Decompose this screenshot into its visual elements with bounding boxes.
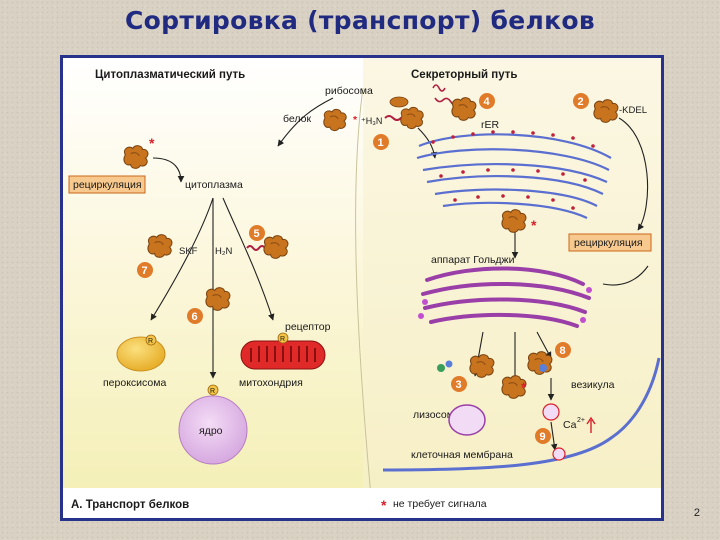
step-8-number: 8	[560, 345, 566, 357]
step-2-circle	[573, 93, 589, 109]
protein-icon-nuclear	[205, 287, 231, 311]
kdel-label: -KDEL	[619, 105, 647, 116]
step-4-number: 4	[484, 96, 491, 108]
step-9-number: 9	[540, 431, 546, 443]
golgi-label: аппарат Гольджи	[431, 254, 515, 266]
protein-label: белок	[283, 113, 311, 125]
protein-icon-signal	[400, 106, 424, 130]
nucleus-organelle	[178, 395, 248, 465]
skf-label: SKF	[179, 246, 198, 257]
step-7-circle	[137, 262, 153, 278]
right-header: Секреторный путь	[411, 69, 517, 81]
slide-title: Сортировка (транспорт) белков	[125, 6, 595, 35]
protein-icon-skf	[147, 234, 173, 258]
protein-icon-8	[527, 351, 553, 375]
r-label-mito: R	[280, 336, 285, 343]
step-5-number: 5	[254, 228, 260, 240]
footer-bar	[63, 488, 661, 518]
star-mark-er: *	[531, 217, 537, 233]
lysosome-organelle	[448, 404, 486, 436]
protein-icon-3	[469, 354, 495, 378]
receptor-r-icon-mito	[277, 332, 289, 344]
protein-transport-diagram: Цитоплазматический путь Секреторный путь…	[63, 58, 661, 518]
nucleus-label: ядро	[199, 425, 223, 437]
ribosome-label: рибосома	[325, 85, 373, 97]
r-label-nucleus: R	[210, 388, 215, 395]
footer-title: А. Транспорт белков	[71, 499, 189, 511]
vesicle-icon	[542, 403, 560, 421]
step-7-number: 7	[142, 265, 148, 277]
recirculation-left-box	[68, 175, 146, 194]
recirculation-left-label: рециркуляция	[73, 179, 142, 191]
protein-icon-recirc	[123, 145, 149, 169]
protein-icon	[323, 108, 347, 132]
recirculation-right-label: рециркуляция	[574, 237, 643, 249]
step-6-circle	[187, 308, 203, 324]
lysosome-label: лизосома	[413, 409, 460, 421]
receptor-r-icon	[145, 334, 157, 346]
cytoplasm-label: цитоплазма	[185, 179, 243, 191]
golgi-apparatus	[421, 266, 591, 328]
vesicle-label: везикула	[571, 379, 615, 391]
mannose-tag-icon	[437, 364, 445, 372]
ca-superscript: 2+	[577, 417, 585, 424]
step-3-number: 3	[456, 379, 462, 391]
receptor-r-icon-nucleus	[207, 384, 219, 396]
step-5-circle	[249, 225, 265, 241]
step-1-circle	[373, 134, 389, 150]
h2n-label: H₂N	[215, 246, 233, 257]
protein-icon-4	[451, 97, 477, 121]
receptor-label: рецептор	[285, 321, 331, 333]
ca-label: Ca	[563, 419, 577, 431]
peroxisome-label: пероксисома	[103, 377, 166, 389]
rough-er	[416, 133, 612, 219]
rer-ribosomes	[431, 130, 595, 210]
exocytosis-vesicle-icon	[552, 447, 566, 461]
secretory-area	[363, 58, 661, 518]
cell-membrane	[382, 357, 661, 472]
no-signal-label: не требует сигнала	[393, 498, 487, 510]
peroxisome-organelle	[116, 336, 166, 372]
r-label-peroxisome: R	[148, 338, 153, 345]
left-header: Цитоплазматический путь	[95, 69, 245, 81]
star-mark-left: *	[149, 135, 155, 151]
step-1-number: 1	[378, 137, 384, 149]
protein-icon-er-exit	[501, 209, 527, 233]
page-number: 2	[693, 507, 700, 519]
star-mark-golgi: *	[521, 379, 527, 395]
step-3-circle	[451, 376, 467, 392]
star-legend-icon: *	[381, 497, 387, 513]
step-2-number: 2	[578, 96, 584, 108]
recirculation-right-box	[568, 233, 652, 252]
step-8-circle	[555, 342, 571, 358]
protein-icon-h2n	[263, 235, 289, 259]
step-9-circle	[535, 428, 551, 444]
star-mark: *	[353, 114, 358, 126]
step-6-number: 6	[192, 311, 198, 323]
diagram-frame: Цитоплазматический путь Секреторный путь…	[60, 55, 664, 521]
rer-label: rER	[481, 119, 500, 131]
cell-membrane-label: клеточная мембрана	[411, 449, 513, 461]
mitochondria-label: митохондрия	[239, 377, 303, 389]
ribosome-icon	[389, 96, 409, 108]
protein-icon-kdel	[593, 99, 619, 123]
step-4-circle	[479, 93, 495, 109]
h3n-label: ⁺H₃N	[361, 116, 382, 126]
